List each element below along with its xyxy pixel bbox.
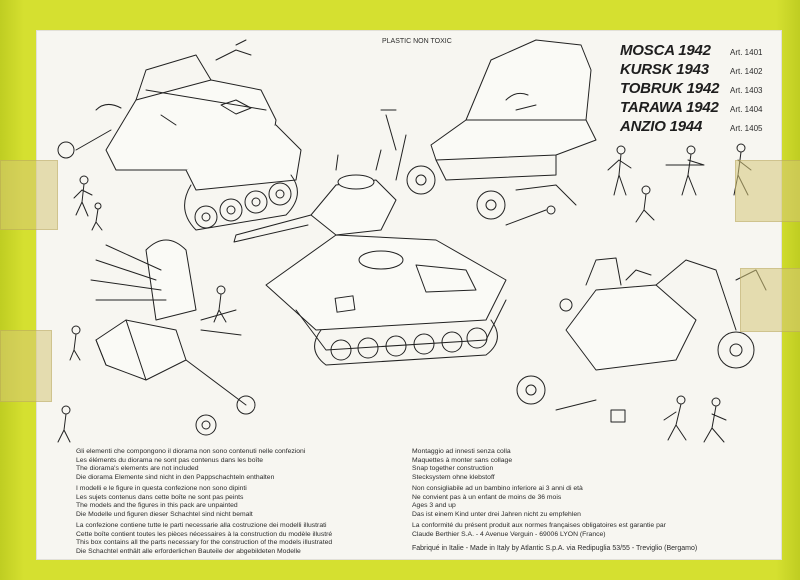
notice-line: Die diorama Elemente sind nicht in den P… [76,473,275,481]
soldier-figures-right [607,143,752,223]
notice-line: Claude Berthier S.A. - 4 Avenue Verguin … [412,530,606,538]
unpainted-notice: I modelli e le figure in questa confezio… [76,485,253,519]
kit-article-number: Art. 1402 [730,67,763,76]
notice-line: Die Schachtel enthält alle erforderliche… [76,547,301,555]
soldier-figures-left [73,175,103,231]
kit-article-number: Art. 1403 [730,86,763,95]
kit-article-number: Art. 1405 [730,124,763,133]
notice-line: Gli elementi che compongono il diorama n… [76,448,306,455]
notice-line: Die Modelle und figuren dieser Schachtel… [76,510,253,518]
notice-line: I modelli e le figure in questa confezio… [76,485,247,492]
kit-title-name: MOSCA 1942 [620,42,711,59]
notice-line: La confezione contiene tutte le parti ne… [76,522,327,529]
notice-line: Montaggio ad innesti senza colla [412,448,511,455]
kit-article-number: Art. 1401 [730,48,763,57]
illustration-layer [57,39,767,443]
aa-gun-illustration [57,239,256,443]
box-back-panel: PLASTIC NON TOXIC MOSCA 1942 Art. 1401 K… [36,30,782,560]
plastic-note: PLASTIC NON TOXIC [382,38,452,45]
assembly-notice: Montaggio ad innesti senza colla Maquett… [412,448,512,482]
notice-line: The models and the figures in this pack … [76,502,238,510]
notice-line: Les éléments du diorama ne sont pas cont… [76,456,264,464]
kit-title-row: TOBRUK 1942 Art. 1403 [620,80,780,99]
notice-line: Stecksystem ohne klebstoff [412,473,495,481]
notice-line: Snap together construction [412,465,494,473]
tape-strip-right-bottom [740,268,800,332]
notice-line: Ages 3 and up [412,502,456,510]
kit-article-number: Art. 1404 [730,105,763,114]
kit-title-row: TARAWA 1942 Art. 1404 [620,99,780,118]
conformity-notice: La conformité du présent produit aux nor… [412,522,666,539]
kit-title-row: ANZIO 1944 Art. 1405 [620,118,780,137]
notice-line: Das ist einem Kind unter drei Jahren nic… [412,510,581,518]
halftrack-illustration [57,39,302,231]
jeep-illustration [380,39,597,226]
notice-line: Ne convient pas à un enfant de moins de … [412,493,562,501]
notice-line: La conformité du présent produit aux nor… [412,522,666,529]
kit-title-list: MOSCA 1942 Art. 1401 KURSK 1943 Art. 140… [620,42,780,137]
tape-strip-left-bottom [0,330,52,402]
notice-line: Les sujets contenus dans cette boîte ne … [76,493,244,501]
notice-line: Cette boîte contient toutes les pièces n… [76,530,333,538]
motorcycle-illustration [516,257,767,443]
notice-line: The diorama's elements are not included [76,465,199,473]
made-in-italy-footer: Fabriqué in Italie - Made in Italy by At… [412,545,698,552]
kit-title-name: TARAWA 1942 [620,99,719,116]
kit-title-row: MOSCA 1942 Art. 1401 [620,42,780,61]
kit-title-name: KURSK 1943 [620,61,709,78]
diorama-notice: Gli elementi che compongono il diorama n… [76,448,305,482]
kit-title-name: ANZIO 1944 [620,118,703,135]
kit-title-name: TOBRUK 1942 [620,80,720,97]
notice-line: Non consigliabile ad un bambino inferior… [412,485,583,492]
age-notice: Non consigliabile ad un bambino inferior… [412,485,583,519]
tape-strip-left-top [0,160,58,230]
tape-strip-right-top [735,160,800,222]
tank-illustration [233,134,507,366]
notice-line: This box contains all the parts necessar… [76,539,333,547]
kit-title-row: KURSK 1943 Art. 1402 [620,61,780,80]
parts-notice: La confezione contiene tutte le parti ne… [76,522,332,556]
notice-line: Maquettes à monter sans collage [412,456,513,464]
